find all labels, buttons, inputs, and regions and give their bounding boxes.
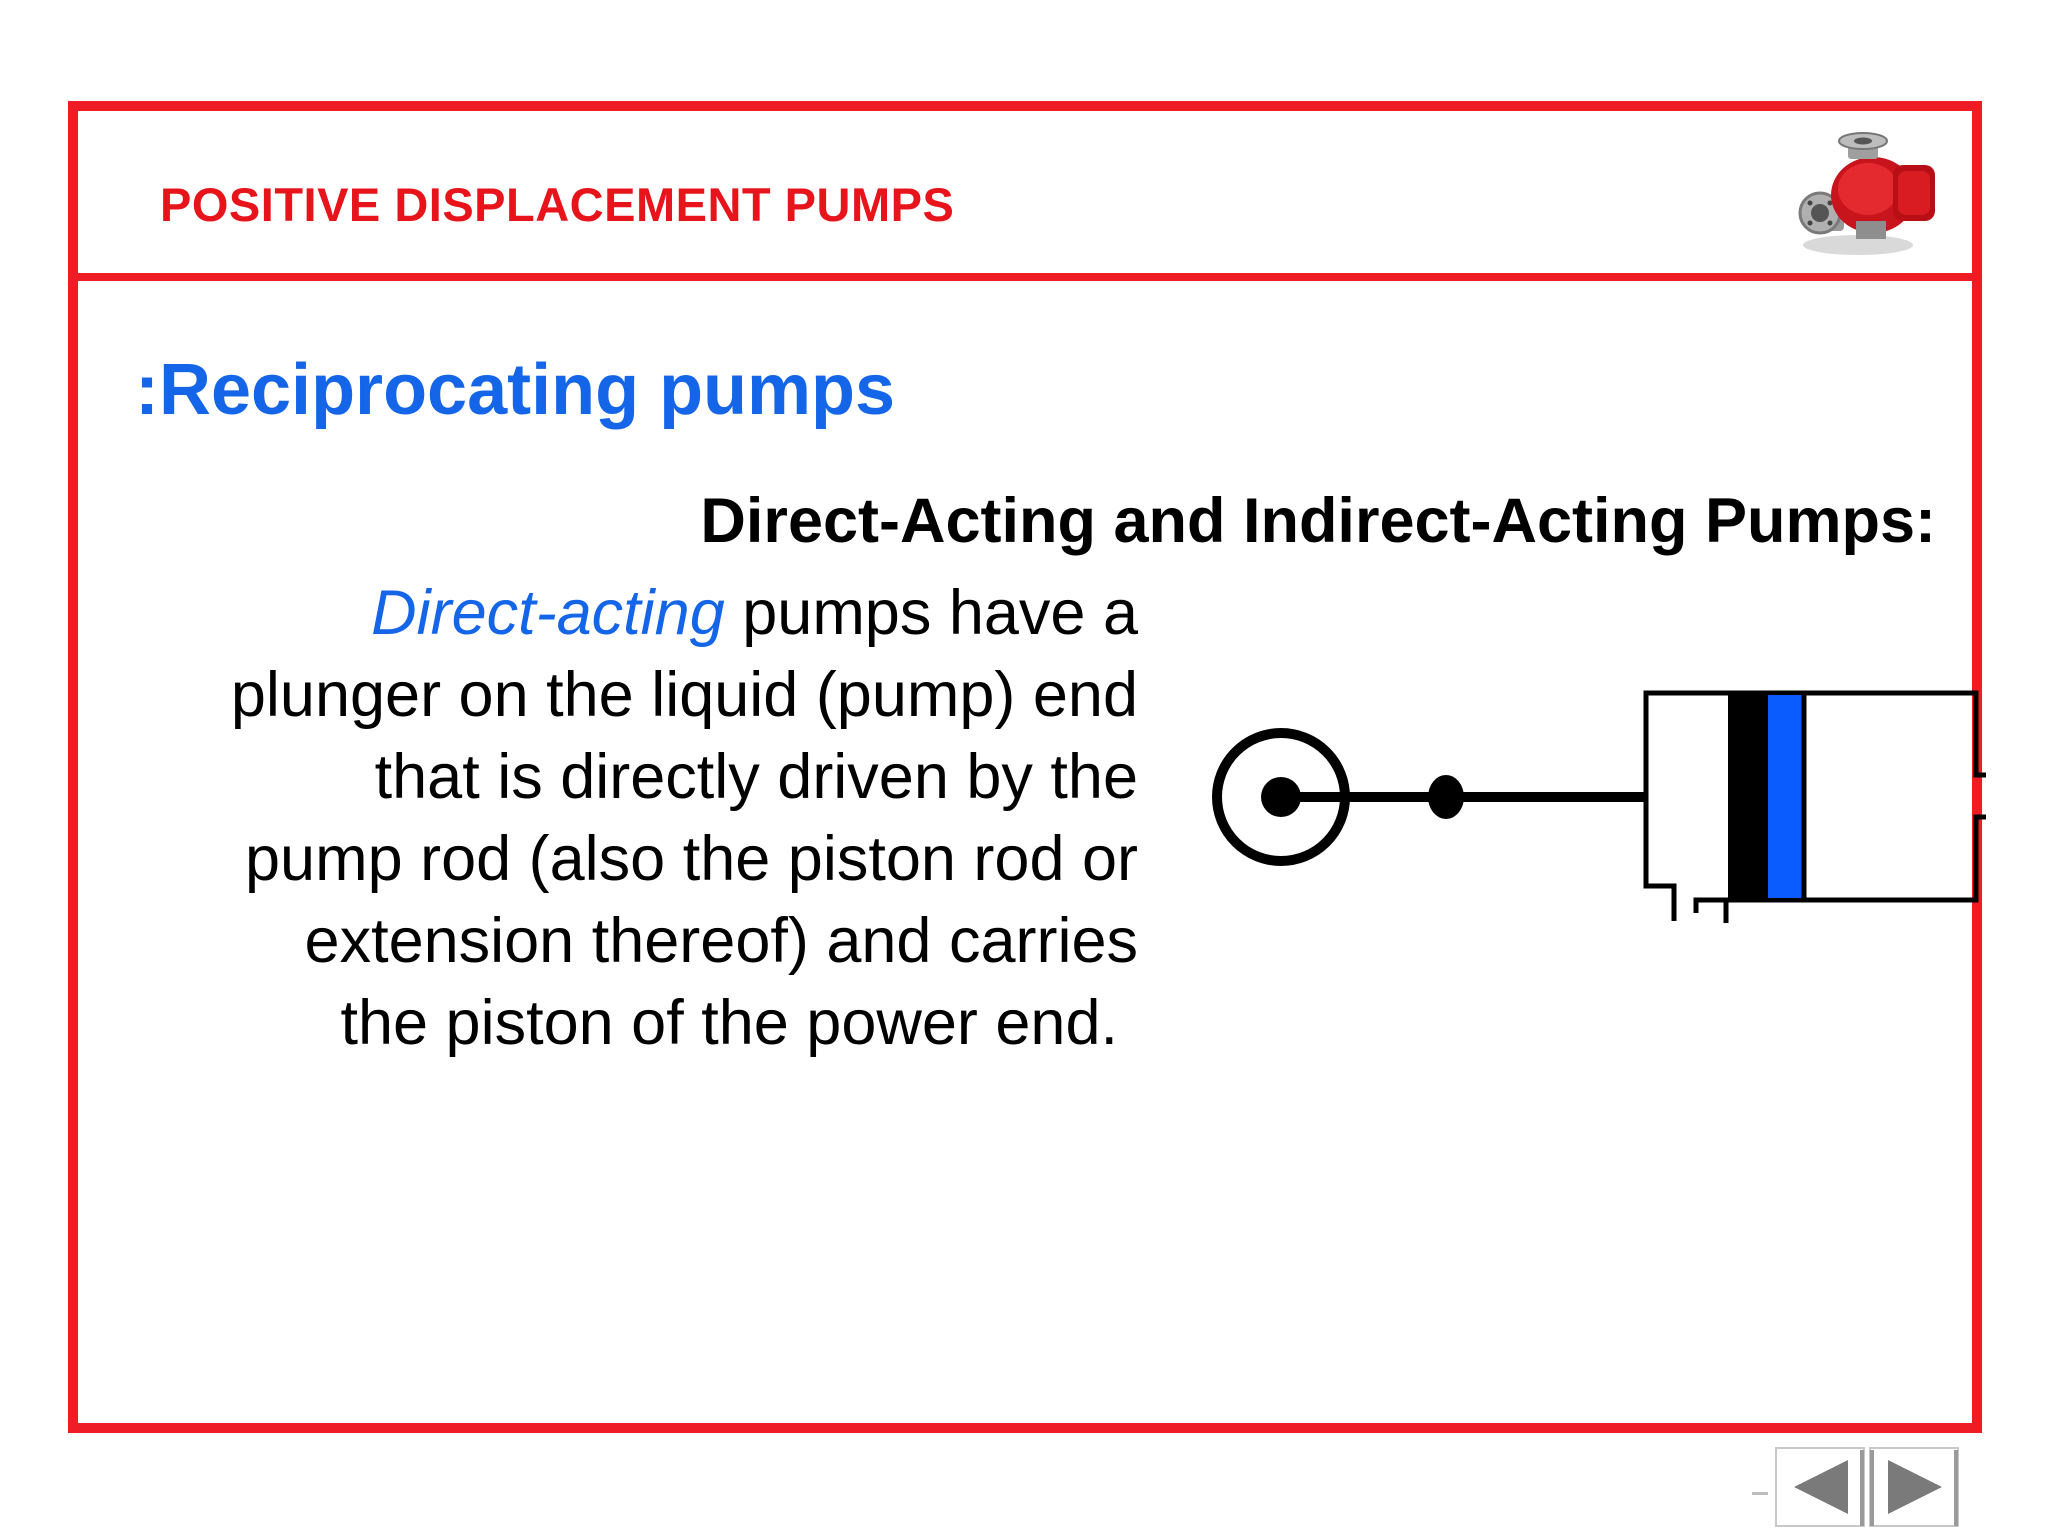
- next-arrow-icon: [1869, 1447, 1959, 1527]
- crosshead-icon: [1428, 775, 1464, 819]
- piston-black: [1728, 693, 1768, 900]
- body-line-1-text: pumps have a: [724, 578, 1138, 648]
- slide-frame: POSITIVE DISPLACEMENT PUMPS :Reciprocati…: [68, 101, 2004, 1433]
- body-line-3: that is directly driven by the: [374, 742, 1138, 812]
- piston-blue: [1768, 695, 1802, 898]
- reciprocating-pump-diagram: [1206, 681, 2004, 981]
- direct-acting-term: Direct-acting: [371, 578, 725, 648]
- content-subtitle: Direct-Acting and Indirect-Acting Pumps:: [700, 486, 1936, 556]
- pump-logo-icon: [1798, 125, 1948, 265]
- body-line-5: extension thereof) and carries: [304, 906, 1138, 976]
- body-line-6: the piston of the power end.: [340, 988, 1118, 1058]
- section-title: :Reciprocating pumps: [135, 350, 896, 430]
- body-line-4: pump rod (also the piston rod or: [245, 824, 1138, 894]
- body-line-2: plunger on the liquid (pump) end: [230, 660, 1138, 730]
- header-title: POSITIVE DISPLACEMENT PUMPS: [160, 178, 955, 231]
- body-paragraph: Direct-acting pumps have a plunger on th…: [138, 572, 1138, 1064]
- body-line-1: Direct-acting pumps have a: [138, 572, 1138, 654]
- cylinder-outline: [1643, 690, 2004, 797]
- slide-navigation: [1752, 1446, 1974, 1536]
- prev-button[interactable]: [1774, 1446, 1866, 1528]
- next-button[interactable]: [1868, 1446, 1960, 1528]
- nav-separator: [1752, 1492, 1768, 1495]
- header-divider: [78, 273, 1972, 281]
- prev-arrow-icon: [1775, 1447, 1865, 1527]
